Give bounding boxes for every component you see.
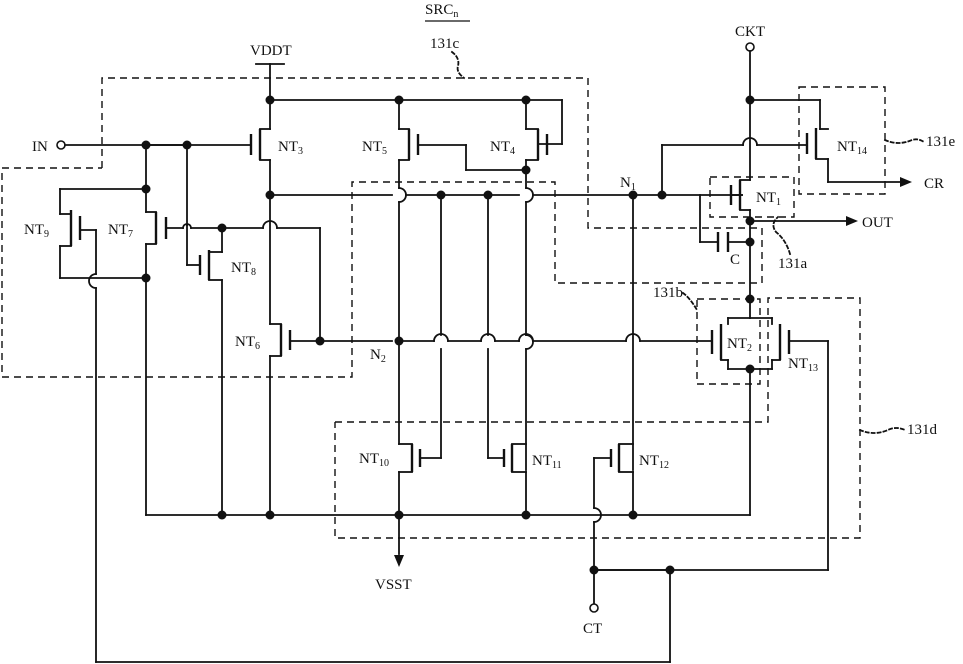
label-nt7: NT7: [108, 222, 133, 240]
ref-131d: 131d: [907, 422, 938, 438]
label-nt5: NT5: [362, 139, 387, 157]
label-nt4: NT4: [490, 139, 515, 157]
ref-131c: 131c: [430, 36, 460, 52]
label-nt12: NT12: [639, 453, 669, 471]
label-nt10: NT10: [359, 451, 389, 469]
block-131d: [335, 298, 860, 538]
vsst-label: VSST: [375, 577, 412, 593]
node-n1-label: N1: [620, 175, 636, 193]
circuit-title: SRCn: [425, 2, 458, 20]
wires: [57, 43, 912, 662]
ref-131a: 131a: [778, 256, 808, 272]
ckt-label: CKT: [735, 24, 765, 40]
label-nt6: NT6: [235, 334, 260, 352]
label-nt14: NT14: [837, 139, 867, 157]
label-nt1: NT1: [756, 190, 781, 208]
cr-label: CR: [924, 176, 944, 192]
block-131a: [710, 177, 794, 217]
out-label: OUT: [862, 215, 893, 231]
block-outlines: [2, 78, 885, 538]
ref-131e: 131e: [926, 134, 956, 150]
vddt-label: VDDT: [250, 43, 292, 59]
capacitor-label: C: [730, 252, 740, 268]
ref-131b: 131b: [653, 285, 683, 301]
label-nt13: NT13: [788, 356, 818, 374]
label-nt11: NT11: [532, 453, 562, 471]
in-label: IN: [32, 139, 48, 155]
label-nt8: NT8: [231, 260, 256, 278]
label-nt9: NT9: [24, 222, 49, 240]
label-nt2: NT2: [727, 336, 752, 354]
ct-label: CT: [583, 621, 602, 637]
node-n2-label: N2: [370, 347, 386, 365]
label-nt3: NT3: [278, 139, 303, 157]
labels: SRCn VDDT CKT IN CR OUT VSST CT C N1 N2 …: [24, 2, 956, 637]
